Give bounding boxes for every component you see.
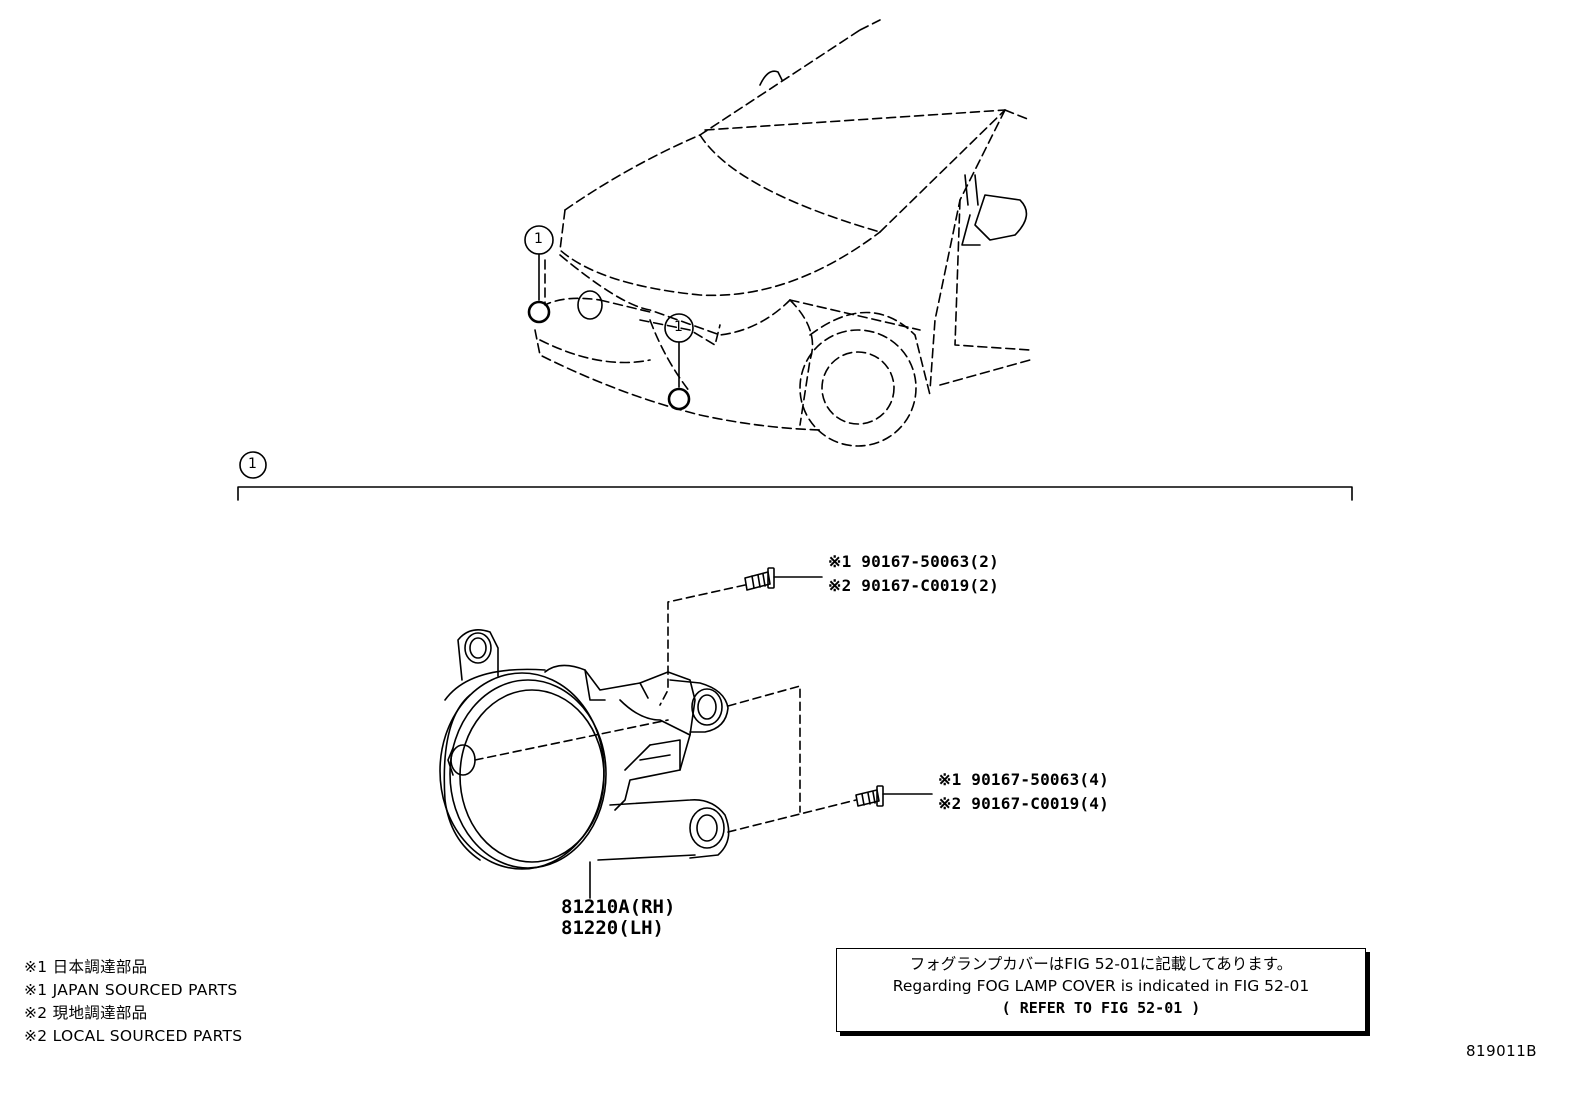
callout-number-left: 1 [534, 231, 543, 247]
fog-lamp-location-left [527, 300, 551, 324]
legend-line: ※2 現地調達部品 [24, 1004, 148, 1022]
legend-line: ※1 日本調達部品 [24, 958, 148, 976]
fastener-lower-japan: ※1 90167-50063(4) [938, 770, 1109, 789]
fog-lamp-assembly [439, 629, 730, 870]
note-line-japanese: フォグランプカバーはFIG 52-01に記載してあります。 [909, 955, 1293, 973]
fog-lamp-part-rh: 81210A(RH) [561, 896, 676, 918]
fastener-upper-japan: ※1 90167-50063(2) [828, 552, 999, 571]
figure-id: 819011B [1466, 1042, 1538, 1060]
sourcing-legend: ※1 日本調達部品 ※1 JAPAN SOURCED PARTS ※2 現地調達… [24, 956, 242, 1048]
legend-line: ※1 JAPAN SOURCED PARTS [24, 981, 238, 999]
section-bracket [237, 486, 1353, 501]
vehicle-outline [534, 19, 1031, 447]
section-callout-circle [239, 451, 267, 479]
fastener-lower-local: ※2 90167-C0019(4) [938, 794, 1109, 813]
fastener-upper-local: ※2 90167-C0019(2) [828, 576, 999, 595]
section-callout-number: 1 [248, 456, 257, 472]
reference-note-box: フォグランプカバーはFIG 52-01に記載してあります。 Regarding … [836, 948, 1366, 1032]
upper-screw [744, 567, 823, 591]
callout-circle-right [664, 313, 694, 343]
fog-lamp-part-lh: 81220(LH) [561, 917, 664, 939]
mirror-outline [974, 194, 1028, 241]
fog-lamp-location-right [667, 387, 691, 411]
note-line-refer: ( REFER TO FIG 52-01 ) [1001, 999, 1201, 1017]
legend-line: ※2 LOCAL SOURCED PARTS [24, 1027, 243, 1045]
lower-screw [855, 785, 933, 807]
note-line-english: Regarding FOG LAMP COVER is indicated in… [892, 977, 1310, 995]
callout-number-right: 1 [674, 319, 683, 335]
callout-circle-left [524, 225, 554, 255]
